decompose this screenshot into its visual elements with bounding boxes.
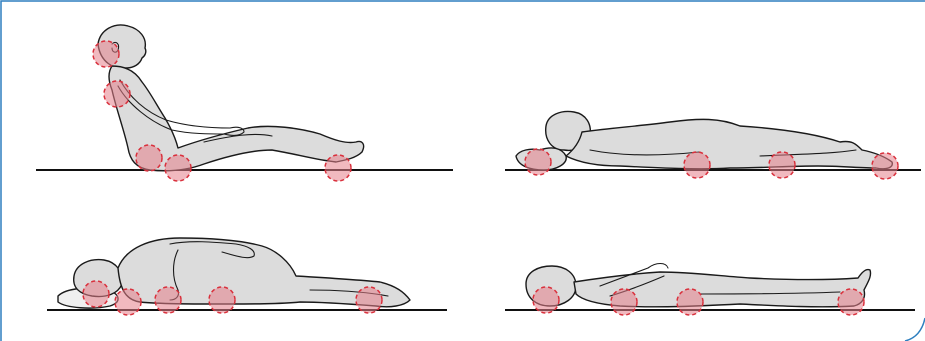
pressure-point-shoulder: [115, 289, 141, 315]
panel-supine: [505, 264, 915, 316]
figure-semi-sitting: [98, 25, 364, 171]
pressure-point-ribs: [155, 287, 181, 313]
pressure-point-hip: [209, 287, 235, 313]
pressure-point-sacrum: [677, 289, 703, 315]
pressure-point-knee: [769, 152, 795, 178]
pressure-point-heel: [838, 289, 864, 315]
panel-prone: [505, 112, 921, 179]
pressure-point-hip: [684, 152, 710, 178]
pressure-point-face: [525, 149, 551, 175]
pressure-point-head: [93, 41, 119, 67]
pressure-point-knee: [356, 287, 382, 313]
pressure-point-ear: [83, 281, 109, 307]
pressure-point-sacrum: [136, 145, 162, 171]
pressure-point-buttock: [165, 155, 191, 181]
pressure-point-heel: [325, 155, 351, 181]
pressure-point-occiput: [533, 287, 559, 313]
panel-semi-sitting: [36, 25, 453, 181]
pressure-point-shoulder: [104, 81, 130, 107]
pressure-point-shoulder: [611, 289, 637, 315]
pressure-point-toes: [872, 153, 898, 179]
panel-lateral: [47, 238, 447, 315]
